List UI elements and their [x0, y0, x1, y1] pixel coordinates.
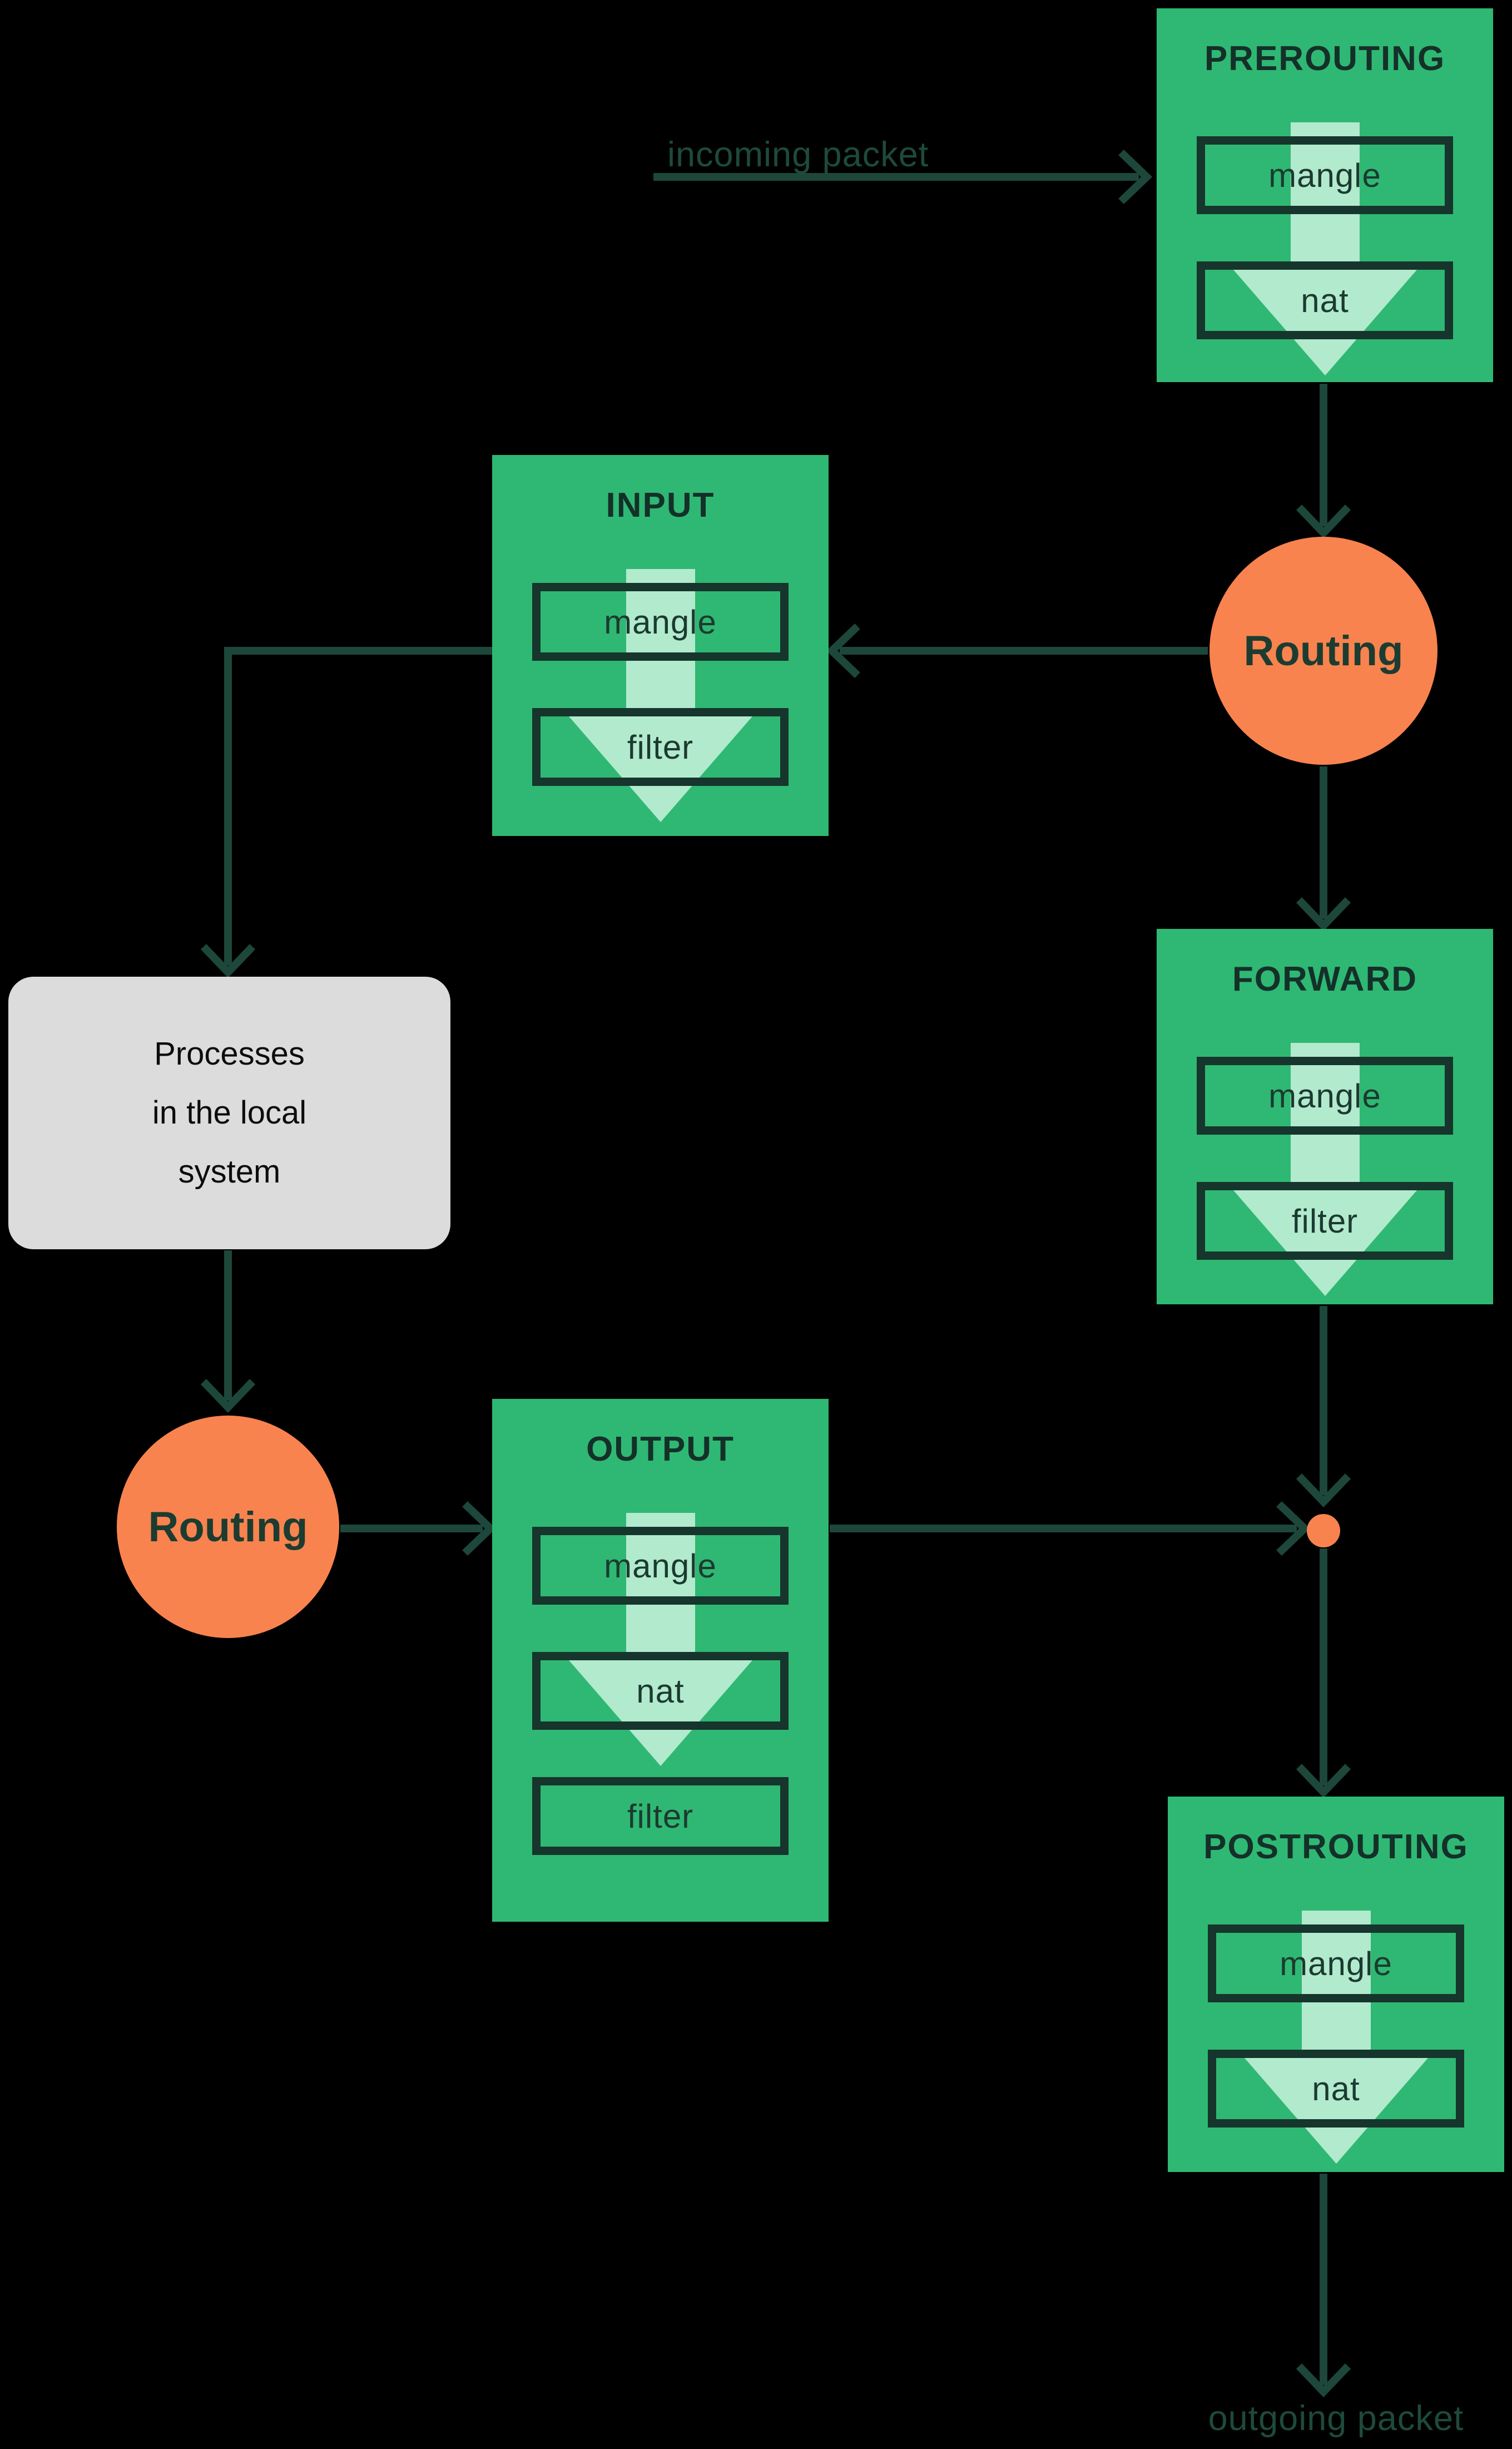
- table-label: filter: [1291, 1202, 1359, 1240]
- arrowhead-down-icon: [1296, 1473, 1351, 1508]
- flow-down-arrow-icon: [1157, 8, 1493, 382]
- flow-down-arrow-icon: [1168, 1797, 1504, 2172]
- chain-input: INPUT mangle filter: [492, 455, 829, 836]
- chain-title-forward: FORWARD: [1232, 960, 1418, 998]
- table-label: mangle: [1268, 156, 1381, 194]
- arrowhead-down-icon: [1296, 504, 1351, 539]
- table-label: mangle: [1280, 1945, 1392, 1982]
- chain-output: OUTPUT mangle nat filter: [492, 1399, 829, 1922]
- arrowhead-down-icon: [1296, 2363, 1351, 2398]
- flow-arrow-head: [568, 716, 752, 822]
- table-box-mangle: mangle: [1197, 136, 1453, 214]
- table-box-mangle: mangle: [532, 583, 789, 661]
- table-box-mangle: mangle: [532, 1527, 789, 1605]
- table-label: nat: [636, 1672, 685, 1710]
- table-label: nat: [1301, 281, 1349, 319]
- chain-title-postrouting: POSTROUTING: [1203, 1828, 1469, 1866]
- chain-postrouting: POSTROUTING mangle nat: [1168, 1797, 1504, 2172]
- local-processes-box: Processes in the local system: [8, 977, 450, 1249]
- table-box-mangle: mangle: [1197, 1057, 1453, 1135]
- processes-line: Processes: [154, 1036, 305, 1072]
- chain-forward: FORWARD mangle filter: [1157, 929, 1493, 1304]
- flow-down-arrow-icon: [1157, 929, 1493, 1304]
- arrowhead-right-icon: [462, 1501, 497, 1556]
- table-box-nat: nat: [532, 1652, 789, 1730]
- flow-arrow-head: [568, 1660, 752, 1766]
- arrowhead-down-icon: [1296, 897, 1351, 932]
- table-label: mangle: [604, 603, 717, 641]
- junction-dot: [1307, 1514, 1340, 1547]
- table-label: filter: [627, 728, 694, 766]
- chain-title-output: OUTPUT: [586, 1430, 735, 1468]
- arrowhead-down-icon: [1296, 1764, 1351, 1798]
- chain-prerouting: PREROUTING mangle nat: [1157, 8, 1493, 382]
- arrowhead-down-icon: [200, 1379, 256, 1413]
- flow-arrow-bar: [1301, 1911, 1371, 2058]
- routing-decision-bottom: Routing: [117, 1416, 339, 1638]
- arrowhead-right-icon: [1118, 149, 1153, 205]
- table-box-filter: filter: [1197, 1182, 1453, 1260]
- arrowhead-down-icon: [200, 944, 256, 978]
- flow-down-arrow-icon: [492, 1399, 829, 1922]
- flow-arrow-bar: [626, 1513, 695, 1660]
- table-box-filter: filter: [532, 708, 789, 786]
- processes-line: in the local: [152, 1095, 307, 1131]
- chain-title-prerouting: PREROUTING: [1204, 39, 1446, 78]
- table-label: nat: [1312, 2070, 1360, 2107]
- flow-arrow-bar: [626, 569, 695, 716]
- table-box-nat: nat: [1197, 261, 1453, 339]
- table-box-mangle: mangle: [1208, 1924, 1464, 2002]
- flow-arrow-bar: [1290, 122, 1360, 270]
- flow-arrow-bar: [1290, 1043, 1360, 1190]
- chain-title-input: INPUT: [606, 486, 715, 525]
- incoming-packet-label: incoming packet: [667, 135, 929, 174]
- flow-arrow-head: [1233, 1190, 1417, 1296]
- routing-label: Routing: [1243, 627, 1404, 675]
- flow-arrow-head: [1244, 2058, 1428, 2164]
- routing-decision-top: Routing: [1209, 537, 1437, 765]
- flow-arrow-head: [1233, 270, 1417, 375]
- table-box-nat: nat: [1208, 2050, 1464, 2128]
- arrowhead-left-icon: [826, 623, 860, 679]
- table-label: filter: [627, 1797, 694, 1835]
- table-label: mangle: [1268, 1077, 1381, 1115]
- outgoing-packet-label: outgoing packet: [1208, 2399, 1464, 2438]
- arrowhead-right-icon: [1276, 1501, 1311, 1556]
- flow-down-arrow-icon: [492, 455, 829, 836]
- table-label: mangle: [604, 1547, 717, 1585]
- routing-label: Routing: [148, 1503, 308, 1551]
- connector-input-processes: [224, 647, 492, 966]
- processes-line: system: [178, 1154, 281, 1190]
- table-box-filter: filter: [532, 1777, 789, 1855]
